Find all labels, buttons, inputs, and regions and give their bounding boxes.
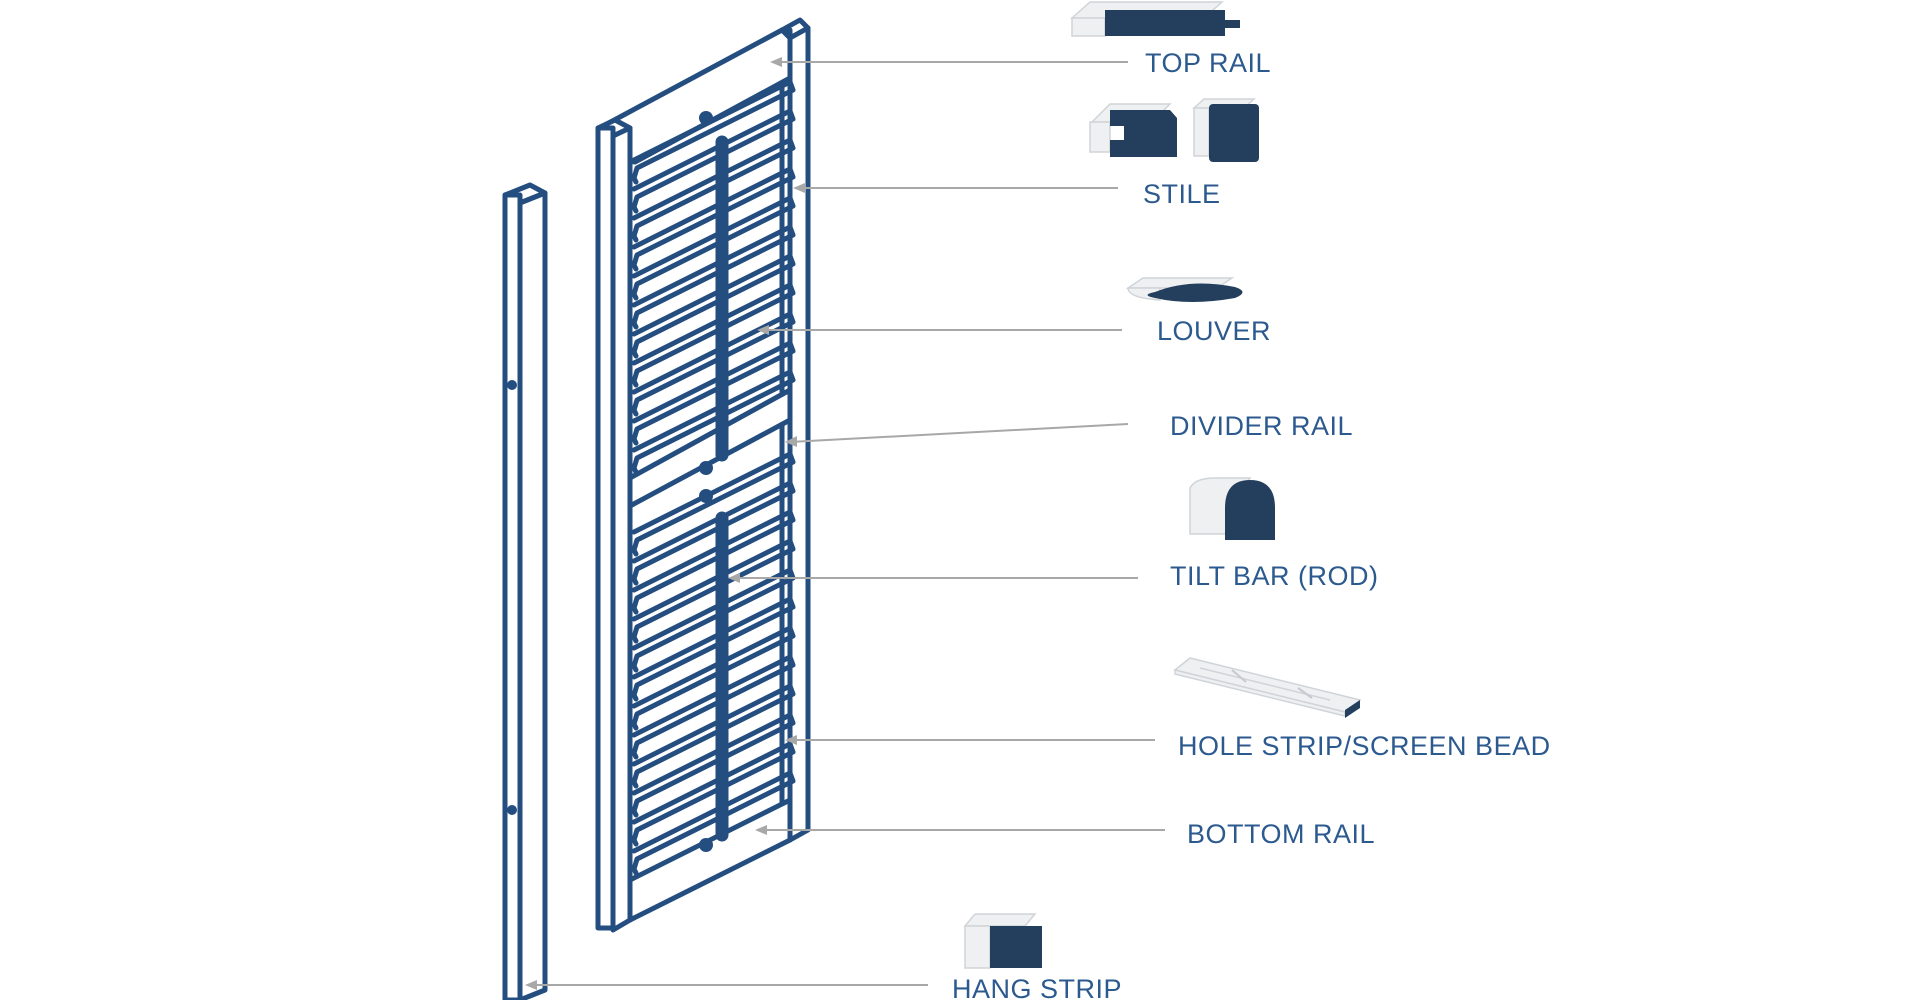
hang-strip-drawing <box>502 182 548 1000</box>
label-hole-strip: HOLE STRIP/SCREEN BEAD <box>1178 731 1551 761</box>
louver-slat <box>631 712 796 818</box>
label-hang-strip: HANG STRIP <box>952 974 1122 1000</box>
louver-slat <box>631 654 796 760</box>
louver-slat <box>631 311 796 417</box>
louver-slat <box>631 596 796 702</box>
tilt-bar-drawing <box>699 111 729 852</box>
hole-strip-profile-icon <box>1173 657 1362 718</box>
louver-slat <box>631 253 796 359</box>
label-divider-rail: DIVIDER RAIL <box>1170 411 1353 441</box>
label-tilt-bar: TILT BAR (ROD) <box>1170 561 1379 591</box>
louver-slat <box>631 567 796 673</box>
louver-slat <box>631 538 796 644</box>
louver-slat <box>631 741 796 847</box>
louver-slats <box>631 79 796 876</box>
louver-slat <box>631 108 796 214</box>
louver-slat <box>631 683 796 789</box>
label-top-rail: TOP RAIL <box>1145 48 1271 78</box>
louver-slat <box>631 195 796 301</box>
tilt-bar-profile-icon <box>1189 477 1275 540</box>
top-rail-profile-icon <box>1070 1 1240 37</box>
leader-lines <box>525 57 1165 990</box>
louver-slat <box>631 166 796 272</box>
louver-slat <box>631 509 796 615</box>
louver-slat <box>631 224 796 330</box>
louver-slat <box>631 770 796 876</box>
louver-slat <box>631 480 796 586</box>
label-louver: LOUVER <box>1157 316 1271 346</box>
stile-profile-icon <box>1089 98 1259 162</box>
louver-slat <box>631 282 796 388</box>
louver-slat <box>631 369 796 475</box>
louver-slat <box>631 451 796 557</box>
louver-profile-icon <box>1125 277 1243 302</box>
label-bottom-rail: BOTTOM RAIL <box>1187 819 1375 849</box>
shutter-panel-drawing <box>595 17 811 933</box>
louver-slat <box>631 79 796 185</box>
louver-slat <box>631 625 796 731</box>
louver-slat <box>631 340 796 446</box>
label-stile: STILE <box>1143 179 1221 209</box>
louver-slat <box>631 137 796 243</box>
hang-strip-profile-icon <box>963 913 1042 969</box>
